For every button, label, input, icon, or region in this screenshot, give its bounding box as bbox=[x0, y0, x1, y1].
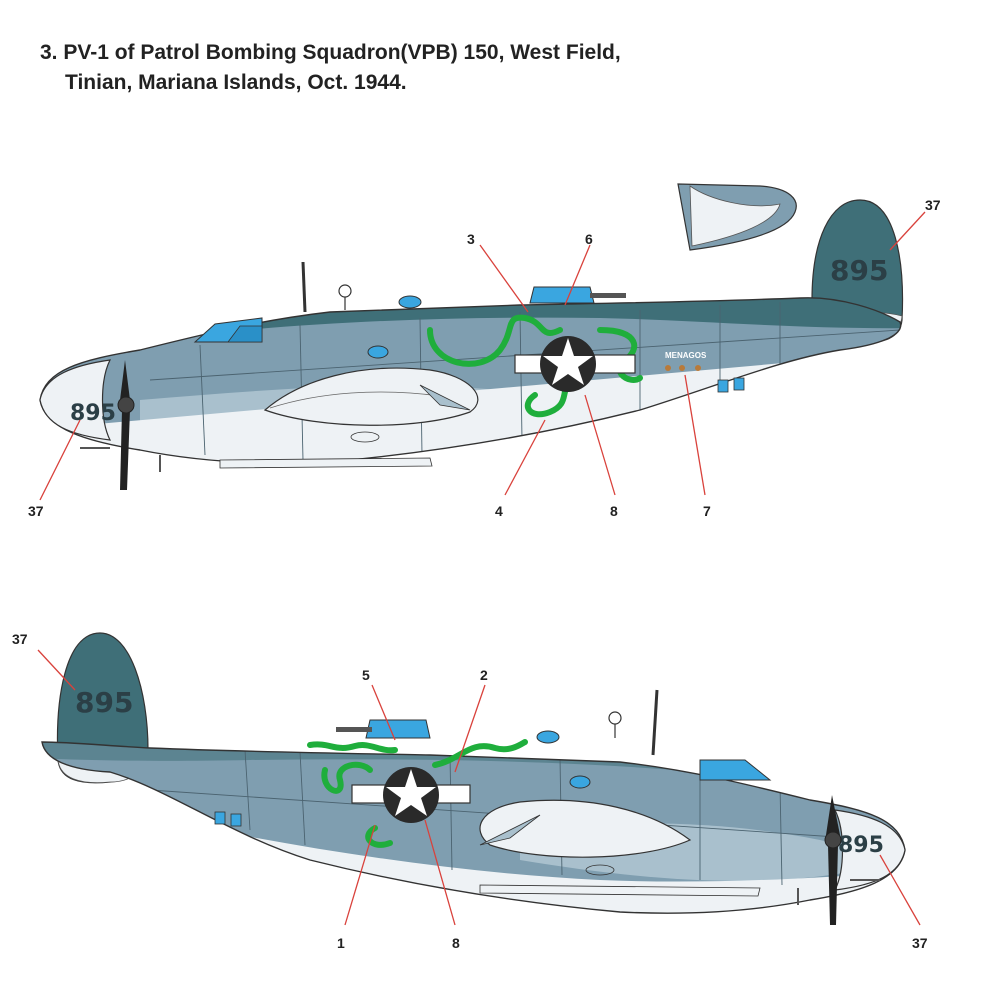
callout-37-tail: 37 bbox=[12, 631, 28, 647]
nose-number: 895 bbox=[70, 401, 116, 426]
nose-cone bbox=[39, 359, 112, 441]
antenna-mast bbox=[301, 261, 307, 313]
callout-37-nose: 37 bbox=[28, 503, 44, 519]
profile-title-line1: 3. PV-1 of Patrol Bombing Squadron(VPB) … bbox=[40, 41, 621, 64]
callout-4: 4 bbox=[495, 503, 503, 519]
aircraft-profile-left-side: 895 895 bbox=[39, 183, 904, 490]
side-window bbox=[717, 379, 729, 393]
national-insignia bbox=[351, 767, 471, 823]
callout-37-tail: 37 bbox=[925, 197, 941, 213]
side-window bbox=[733, 377, 745, 391]
cockpit-canopy bbox=[193, 317, 263, 343]
dome-antenna bbox=[338, 284, 352, 298]
profile-title-line2: Tinian, Mariana Islands, Oct. 1944. bbox=[65, 71, 407, 94]
callout-3: 3 bbox=[467, 231, 475, 247]
nose-art-text: MENAGOS bbox=[665, 351, 707, 360]
national-insignia bbox=[514, 336, 636, 392]
callouts-bottom: 37 5 2 1 8 37 bbox=[12, 631, 928, 951]
callout-8: 8 bbox=[610, 503, 618, 519]
antenna-mast bbox=[651, 689, 659, 756]
dorsal-turret bbox=[529, 286, 626, 304]
propeller bbox=[117, 360, 135, 490]
side-window bbox=[230, 813, 242, 827]
callouts-top: 3 6 37 37 4 8 7 bbox=[28, 197, 941, 519]
callout-6: 6 bbox=[585, 231, 593, 247]
tail-number: 895 bbox=[75, 686, 133, 719]
callout-8: 8 bbox=[452, 935, 460, 951]
engine-nacelle bbox=[479, 799, 692, 876]
profile-title: 3. PV-1 of Patrol Bombing Squadron(VPB) … bbox=[40, 38, 940, 98]
side-window bbox=[367, 345, 389, 359]
nose-cone bbox=[833, 809, 906, 891]
engine-nacelle bbox=[263, 367, 479, 443]
canopy-detail bbox=[677, 183, 797, 251]
cockpit-canopy bbox=[699, 759, 772, 781]
dorsal-turret bbox=[336, 719, 431, 739]
astrodome bbox=[398, 295, 422, 309]
propeller bbox=[824, 795, 842, 925]
tail-number: 895 bbox=[830, 254, 888, 287]
callout-2: 2 bbox=[480, 667, 488, 683]
dome-antenna bbox=[608, 711, 622, 725]
side-window bbox=[214, 811, 226, 825]
callout-1: 1 bbox=[337, 935, 345, 951]
callout-5: 5 bbox=[362, 667, 370, 683]
side-window bbox=[569, 775, 591, 789]
astrodome bbox=[536, 730, 560, 744]
callout-37-nose: 37 bbox=[912, 935, 928, 951]
fuselage bbox=[40, 297, 901, 464]
nose-number: 895 bbox=[838, 833, 884, 858]
callout-7: 7 bbox=[703, 503, 711, 519]
mission-markings bbox=[665, 365, 701, 371]
